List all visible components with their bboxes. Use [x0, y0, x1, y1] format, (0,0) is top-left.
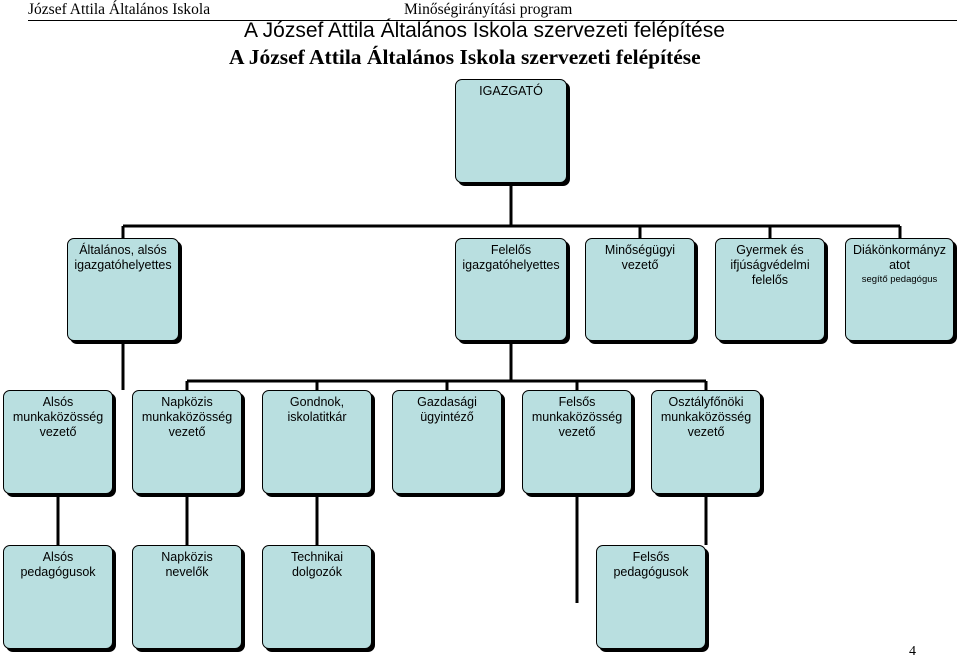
- box-upper-wg-lead-label: Felsős munkaközösség vezető: [531, 395, 623, 439]
- box-lower-wg-lead-label: Alsós munkaközösség vezető: [12, 395, 104, 439]
- box-daycare-wg-lead: Napközis munkaközösség vezető: [132, 390, 242, 494]
- box-finance-admin-label: Gazdasági ügyintéző: [417, 395, 477, 424]
- box-upper-teachers-label: Felsős pedagógusok: [613, 550, 689, 579]
- box-student-council-note: segítő pedagógus: [861, 274, 938, 285]
- box-finance-admin: Gazdasági ügyintéző: [392, 390, 502, 494]
- header-program-name: Minőségirányítási program: [404, 1, 573, 18]
- box-child-protection-label: Gyermek és ifjúságvédelmi felelős: [730, 243, 810, 287]
- box-lower-deputy: Általános, alsós igazgatóhelyettes: [67, 238, 179, 341]
- page-title-sans: A József Attila Általános Iskola szervez…: [244, 19, 725, 42]
- page-number: 4: [909, 644, 916, 659]
- box-technical-staff-label: Technikai dolgozók: [290, 550, 344, 579]
- box-caretaker-secretary: Gondnok, iskolatitkár: [262, 390, 372, 494]
- box-lower-wg-lead: Alsós munkaközösség vezető: [3, 390, 113, 494]
- box-daycare-wg-lead-label: Napközis munkaközösség vezető: [141, 395, 233, 439]
- box-child-protection: Gyermek és ifjúságvédelmi felelős: [715, 238, 825, 341]
- box-homeroom-wg-lead: Osztályfőnöki munkaközösség vezető: [651, 390, 761, 494]
- box-daycare-educators: Napközis nevelők: [132, 545, 242, 649]
- box-quality-lead: Minőségügyi vezető: [585, 238, 695, 341]
- box-daycare-educators-label: Napközis nevelők: [161, 550, 213, 579]
- box-homeroom-wg-lead-label: Osztályfőnöki munkaközösség vezető: [660, 395, 752, 439]
- box-director: IGAZGATÓ: [455, 79, 567, 183]
- box-responsible-deputy: Felelős igazgatóhelyettes: [455, 238, 567, 341]
- box-student-council-label: Diákönkormányz atot: [852, 243, 947, 272]
- box-lower-teachers-label: Alsós pedagógusok: [20, 550, 96, 579]
- box-upper-wg-lead: Felsős munkaközösség vezető: [522, 390, 632, 494]
- box-quality-lead-label: Minőségügyi vezető: [604, 243, 676, 272]
- box-technical-staff: Technikai dolgozók: [262, 545, 372, 649]
- box-lower-deputy-label: Általános, alsós igazgatóhelyettes: [74, 243, 172, 272]
- box-director-label: IGAZGATÓ: [479, 84, 543, 98]
- box-upper-teachers: Felsős pedagógusok: [596, 545, 706, 649]
- header-school-name: József Attila Általános Iskola: [28, 1, 211, 18]
- box-caretaker-secretary-label: Gondnok, iskolatitkár: [287, 395, 347, 424]
- box-lower-teachers: Alsós pedagógusok: [3, 545, 113, 649]
- box-responsible-deputy-label: Felelős igazgatóhelyettes: [462, 243, 560, 272]
- box-student-council: Diákönkormányz atot segítő pedagógus: [845, 238, 954, 341]
- header-rule: [28, 20, 957, 21]
- page-title-serif: A József Attila Általános Iskola szervez…: [229, 45, 701, 69]
